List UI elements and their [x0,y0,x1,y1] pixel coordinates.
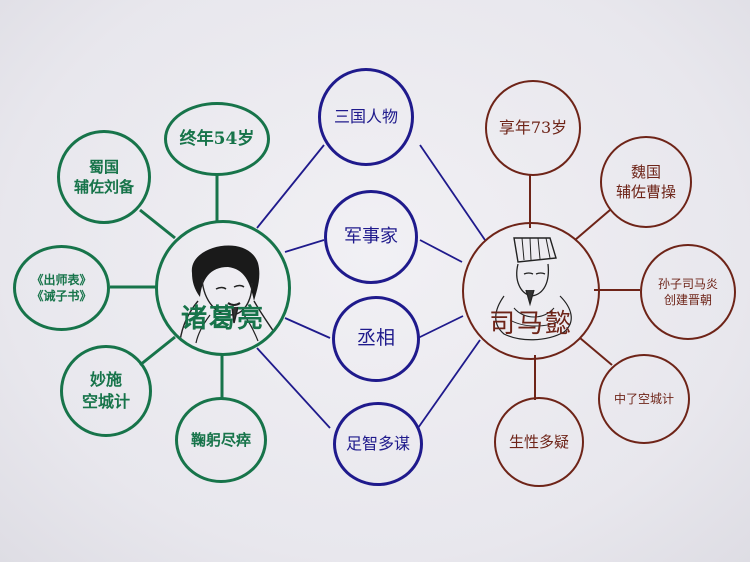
right-attr-fooled-empty-fort: 中了空城计 [598,354,690,444]
attr-text: 终年54岁 [179,128,255,149]
shared-attr-resourceful: 足智多谋 [333,402,423,486]
attr-line2: 创建晋朝 [663,293,712,307]
hub-name: 司马懿 [488,308,573,339]
attr-text: 中了空城计 [613,391,674,406]
right-attr-lifespan: 享年73岁 [485,80,581,176]
shared-attr-chancellor: 丞相 [332,296,420,382]
left-attr-writings: 《出师表》 《诫子书》 [13,245,110,331]
left-attr-devotion: 鞠躬尽瘁 [175,397,267,483]
attr-line2: 辅佐曹操 [615,183,676,201]
zhuge-liang-portrait-icon [179,245,277,344]
attr-text: 丞相 [356,327,395,350]
attr-line1: 孙子司马炎 [657,276,718,291]
attr-line1: 蜀国 [88,157,119,176]
attr-line1: 妙施 [89,370,122,390]
attr-text: 三国人物 [333,107,398,127]
left-attr-kingdom: 蜀国 辅佐刘备 [57,130,151,224]
attr-text: 生性多疑 [508,432,569,451]
right-attr-grandson: 孙子司马炎 创建晋朝 [640,244,736,340]
left-attr-lifespan: 终年54岁 [164,102,270,176]
hub-zhuge-liang: 诸葛亮 [155,220,291,356]
attr-text: 军事家 [344,225,398,247]
attr-line2: 《诫子书》 [31,289,92,303]
attr-line1: 《出师表》 [31,272,92,287]
hub-name: 诸葛亮 [180,303,265,334]
shared-attr-three-kingdoms-figure: 三国人物 [318,68,414,166]
attr-line2: 辅佐刘备 [73,178,134,196]
right-attr-suspicious: 生性多疑 [494,397,584,487]
shared-attr-strategist: 军事家 [324,190,418,284]
attr-line1: 魏国 [630,162,661,181]
right-attr-kingdom: 魏国 辅佐曹操 [600,136,692,228]
attr-text: 足智多谋 [345,434,410,454]
attr-text: 鞠躬尽瘁 [190,430,251,449]
sima-yi-portrait-icon [495,237,572,341]
attr-line2: 空城计 [81,392,130,411]
left-attr-empty-fort: 妙施 空城计 [60,345,152,437]
hub-sima-yi: 司马懿 [462,222,600,360]
attr-text: 享年73岁 [498,118,568,138]
